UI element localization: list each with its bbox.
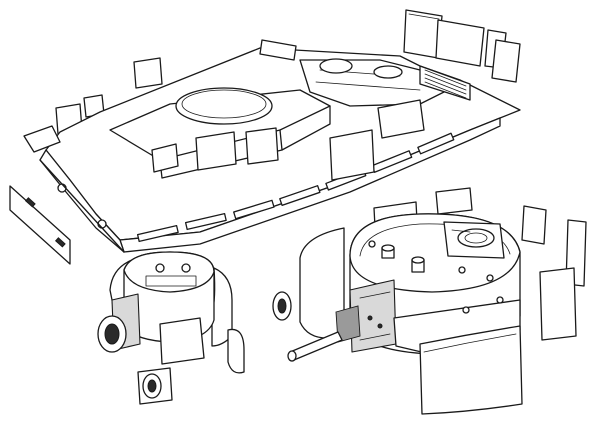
hull-exhaust-1 xyxy=(319,58,353,74)
hull-box-2 xyxy=(245,127,279,165)
hull-plate-small-1 xyxy=(133,57,163,89)
hull-body xyxy=(23,39,521,253)
hull-rear-grille xyxy=(419,65,471,101)
hull-loose-plates xyxy=(9,9,521,265)
hull-plate-rear-4 xyxy=(491,39,521,83)
hull-assembly xyxy=(9,9,521,265)
hull-plate-rear-2 xyxy=(435,19,485,67)
hull-hatch-plate xyxy=(259,39,297,61)
small-turret-roof xyxy=(123,251,215,293)
large-turret-plate-right-2 xyxy=(539,267,577,341)
hull-front-fender xyxy=(23,125,61,153)
hull-plate-front-left xyxy=(9,185,71,265)
hull-turret-ring xyxy=(175,87,273,125)
small-turret-assembly xyxy=(97,251,245,405)
large-turret-plate-top-2 xyxy=(435,187,473,215)
hull-box-3 xyxy=(329,129,375,181)
large-turret-periscopes xyxy=(368,240,466,274)
hull-plate-slot-1 xyxy=(24,197,36,208)
hull-box-4 xyxy=(377,99,425,139)
small-turret-plate-front xyxy=(159,317,205,365)
large-turret-front-plate xyxy=(419,325,523,415)
large-turret-cupola xyxy=(443,221,505,259)
large-turret-plate-top-3 xyxy=(521,205,547,245)
large-turret-assembly xyxy=(272,187,587,415)
hull-box-1 xyxy=(195,131,237,171)
hull-box-5 xyxy=(151,143,179,173)
hull-plate-slot-2 xyxy=(54,237,66,248)
small-turret-plate-side xyxy=(227,328,245,374)
hull-exhaust-2 xyxy=(373,65,403,79)
